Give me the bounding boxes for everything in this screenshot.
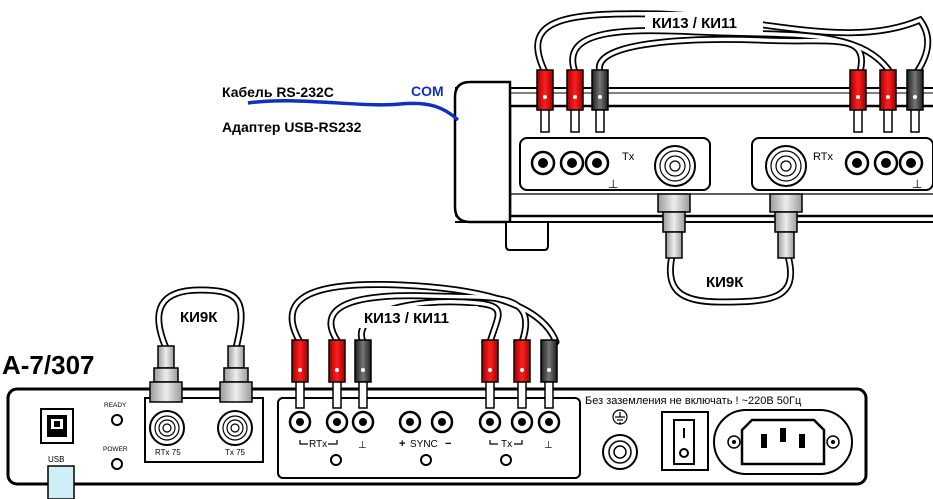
usb-port[interactable] [40,408,74,444]
top-bnc-socket-rtx [765,145,807,187]
sync-plus: + [399,438,405,450]
ground-terminal-icon[interactable] [602,409,638,470]
bnc-socket-tx[interactable] [217,410,253,446]
ground-symbol: ⊥ [358,440,367,451]
power-socket[interactable] [713,409,853,475]
top-bnc-socket-tx [654,145,696,187]
rtx-bracket [299,440,338,445]
bnc-rtx-label: RTx 75 [155,448,181,457]
bottom-plug [481,339,499,409]
group-rtx-label: RTx [309,439,327,450]
power-switch[interactable] [661,411,709,471]
ground-symbol: ⊥ [912,177,922,191]
bnc-cable-label-top: КИ9К [706,274,744,291]
top-jack [844,150,924,176]
top-plug [591,69,609,133]
top-bnc-cable [666,252,795,306]
ground-symbol: ⊥ [544,440,553,451]
top-plug [849,69,867,133]
top-bnc-plug [657,193,691,259]
top-jack [530,150,610,176]
bottom-plug [513,339,531,409]
bottom-plug [354,339,372,409]
usb-cable-connector [47,465,75,499]
cable-label-bottom: КИ13 / КИ11 [364,310,449,327]
ready-led [111,414,123,426]
bottom-plug [291,339,309,409]
bottom-jack[interactable] [288,410,561,434]
top-tx-label: Tx [622,151,635,163]
top-rtx-label: RTx [813,151,833,163]
ready-label: READY [104,402,127,409]
label-bg [176,304,232,328]
bottom-plug [328,339,346,409]
bottom-bnc-plug [149,345,183,403]
group-sync-label: SYNC [410,439,438,450]
bottom-plug [540,339,558,409]
label-bg [645,12,763,32]
usb-label: USB [48,455,64,464]
top-plug [879,69,897,133]
top-plug [906,69,924,133]
sync-minus: − [445,438,451,450]
bottom-small-jack[interactable] [330,454,512,466]
warning-text: Без заземления не включать ! ~220В 50Гц [585,395,802,407]
usb-adapter-label: Адаптер USB-RS232 [222,119,362,135]
cable-label-top: КИ13 / КИ11 [652,15,737,32]
bnc-cable-label-bottom: КИ9К [180,309,218,326]
power-label: POWER [103,446,128,453]
tx-bracket [489,440,523,445]
com-cable [247,99,460,122]
device-model: А-7/307 [2,350,95,380]
top-plug [536,69,554,133]
group-tx-label: Tx [501,439,512,450]
bottom-bnc-cable [155,286,245,352]
bnc-socket-rtx[interactable] [149,410,185,446]
bnc-tx-label: Tx 75 [225,448,246,457]
power-led [111,458,123,470]
rs232-cable-label: Кабель RS-232C [222,84,334,100]
top-bnc-plug [769,193,803,259]
ground-symbol: ⊥ [608,177,618,191]
top-plug [566,69,584,133]
bottom-bnc-plug [219,345,253,403]
com-label: COM [411,83,444,99]
label-bg [358,306,478,328]
